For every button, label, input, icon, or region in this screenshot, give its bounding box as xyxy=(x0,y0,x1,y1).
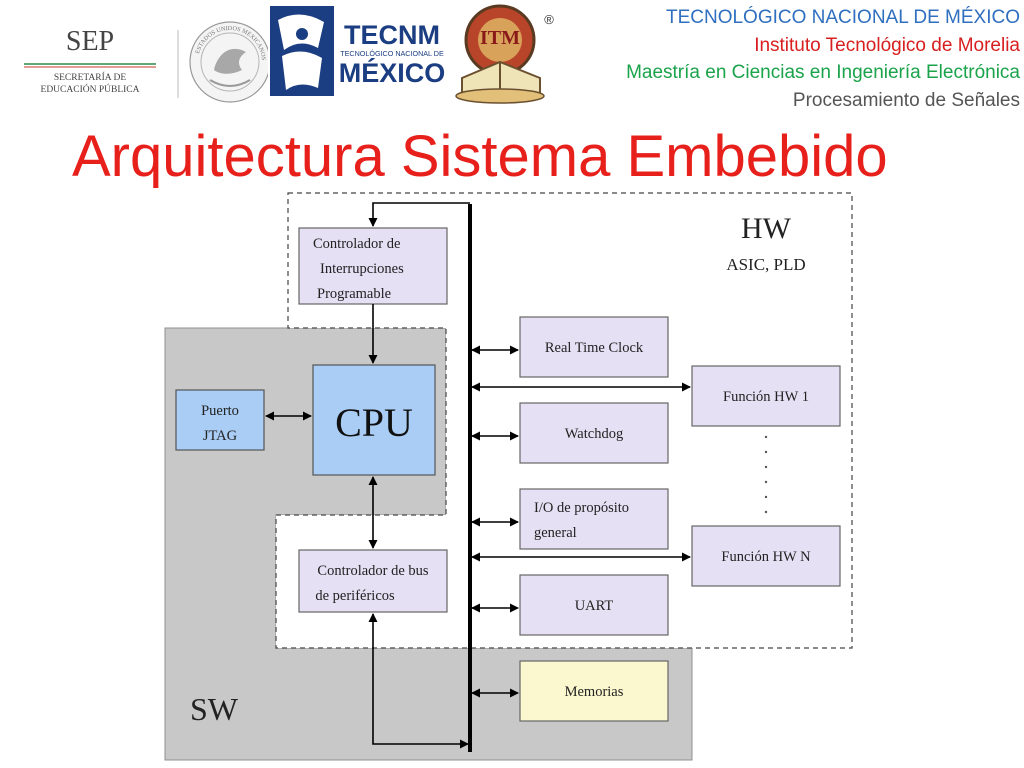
hw-function-1-block: Función HW 1 xyxy=(691,365,841,427)
interrupt-controller-block: Controlador de Interrupciones Programabl… xyxy=(298,227,448,305)
cpu-label: CPU xyxy=(335,400,413,445)
watchdog-label: Watchdog xyxy=(565,426,623,442)
itm-logo: ITM ® xyxy=(455,4,554,104)
memories-label: Memorias xyxy=(565,684,624,700)
ellipsis-dots xyxy=(764,435,768,514)
institution-line-tecnm: TECNOLÓGICO NACIONAL DE MÉXICO xyxy=(665,7,1020,28)
hw-sublabel: ASIC, PLD xyxy=(726,255,805,274)
sep-logo-line2: EDUCACIÓN PÚBLICA xyxy=(41,83,140,95)
uart-label: UART xyxy=(575,598,614,614)
gpio-line1: I/O de propósito xyxy=(534,500,629,516)
bus-controller-block: Controlador de bus de periféricos xyxy=(298,549,448,613)
sep-logo: SEP SECRETARÍA DE EDUCACIÓN PÚBLICA xyxy=(24,26,156,95)
jtag-line2: JTAG xyxy=(203,428,238,444)
sw-label: SW xyxy=(190,691,239,727)
gpio-line2: general xyxy=(534,525,577,541)
jtag-line1: Puerto xyxy=(201,403,239,419)
itm-logo-letters: ITM xyxy=(480,27,520,49)
connections xyxy=(265,202,691,749)
institution-line-morelia: Instituto Tecnológico de Morelia xyxy=(754,34,1020,56)
tecnm-logo-line3: MÉXICO xyxy=(339,57,446,88)
hw-function-n-block: Función HW N xyxy=(691,525,841,587)
jtag-block: Puerto JTAG xyxy=(175,389,265,451)
header-logos: SEP SECRETARÍA DE EDUCACIÓN PÚBLICA ESTA… xyxy=(24,2,554,104)
uart-block: UART xyxy=(519,574,669,636)
cpu-block: CPU xyxy=(312,364,436,476)
hw-label: HW xyxy=(741,212,792,245)
institution-header: TECNOLÓGICO NACIONAL DE MÉXICO Instituto… xyxy=(626,4,1020,114)
tecnm-logo-line1: TECNM xyxy=(344,20,440,50)
interrupt-controller-line2: Interrupciones xyxy=(320,261,404,277)
gpio-block: I/O de propósito general xyxy=(519,488,669,550)
watchdog-block: Watchdog xyxy=(519,402,669,464)
sep-logo-acronym: SEP xyxy=(66,26,114,57)
hw-function-1-label: Función HW 1 xyxy=(723,389,809,405)
institution-line-program: Maestría en Ciencias en Ingeniería Elect… xyxy=(626,62,1020,83)
institution-line-course: Procesamiento de Señales xyxy=(792,89,1020,111)
hw-function-n-label: Función HW N xyxy=(721,549,811,565)
bus-controller-line1: Controlador de bus xyxy=(317,563,429,579)
bus-controller-line2: de periféricos xyxy=(315,588,395,604)
slide-title: Arquitectura Sistema Embebido xyxy=(72,124,888,189)
tecnm-logo-line2: TECNOLÓGICO NACIONAL DE xyxy=(340,49,444,58)
interrupt-controller-line1: Controlador de xyxy=(313,236,400,252)
interrupt-controller-line3: Programable xyxy=(317,286,391,302)
itm-registered-mark: ® xyxy=(544,12,554,27)
real-time-clock-block: Real Time Clock xyxy=(519,316,669,378)
real-time-clock-label: Real Time Clock xyxy=(545,340,644,356)
memories-block: Memorias xyxy=(519,660,669,722)
mexican-seal-icon: ESTADOS UNIDOS MEXICANOS xyxy=(177,21,271,103)
sep-logo-line1: SECRETARÍA DE xyxy=(54,71,127,83)
tecnm-logo: TECNM TECNOLÓGICO NACIONAL DE MÉXICO xyxy=(268,2,452,98)
